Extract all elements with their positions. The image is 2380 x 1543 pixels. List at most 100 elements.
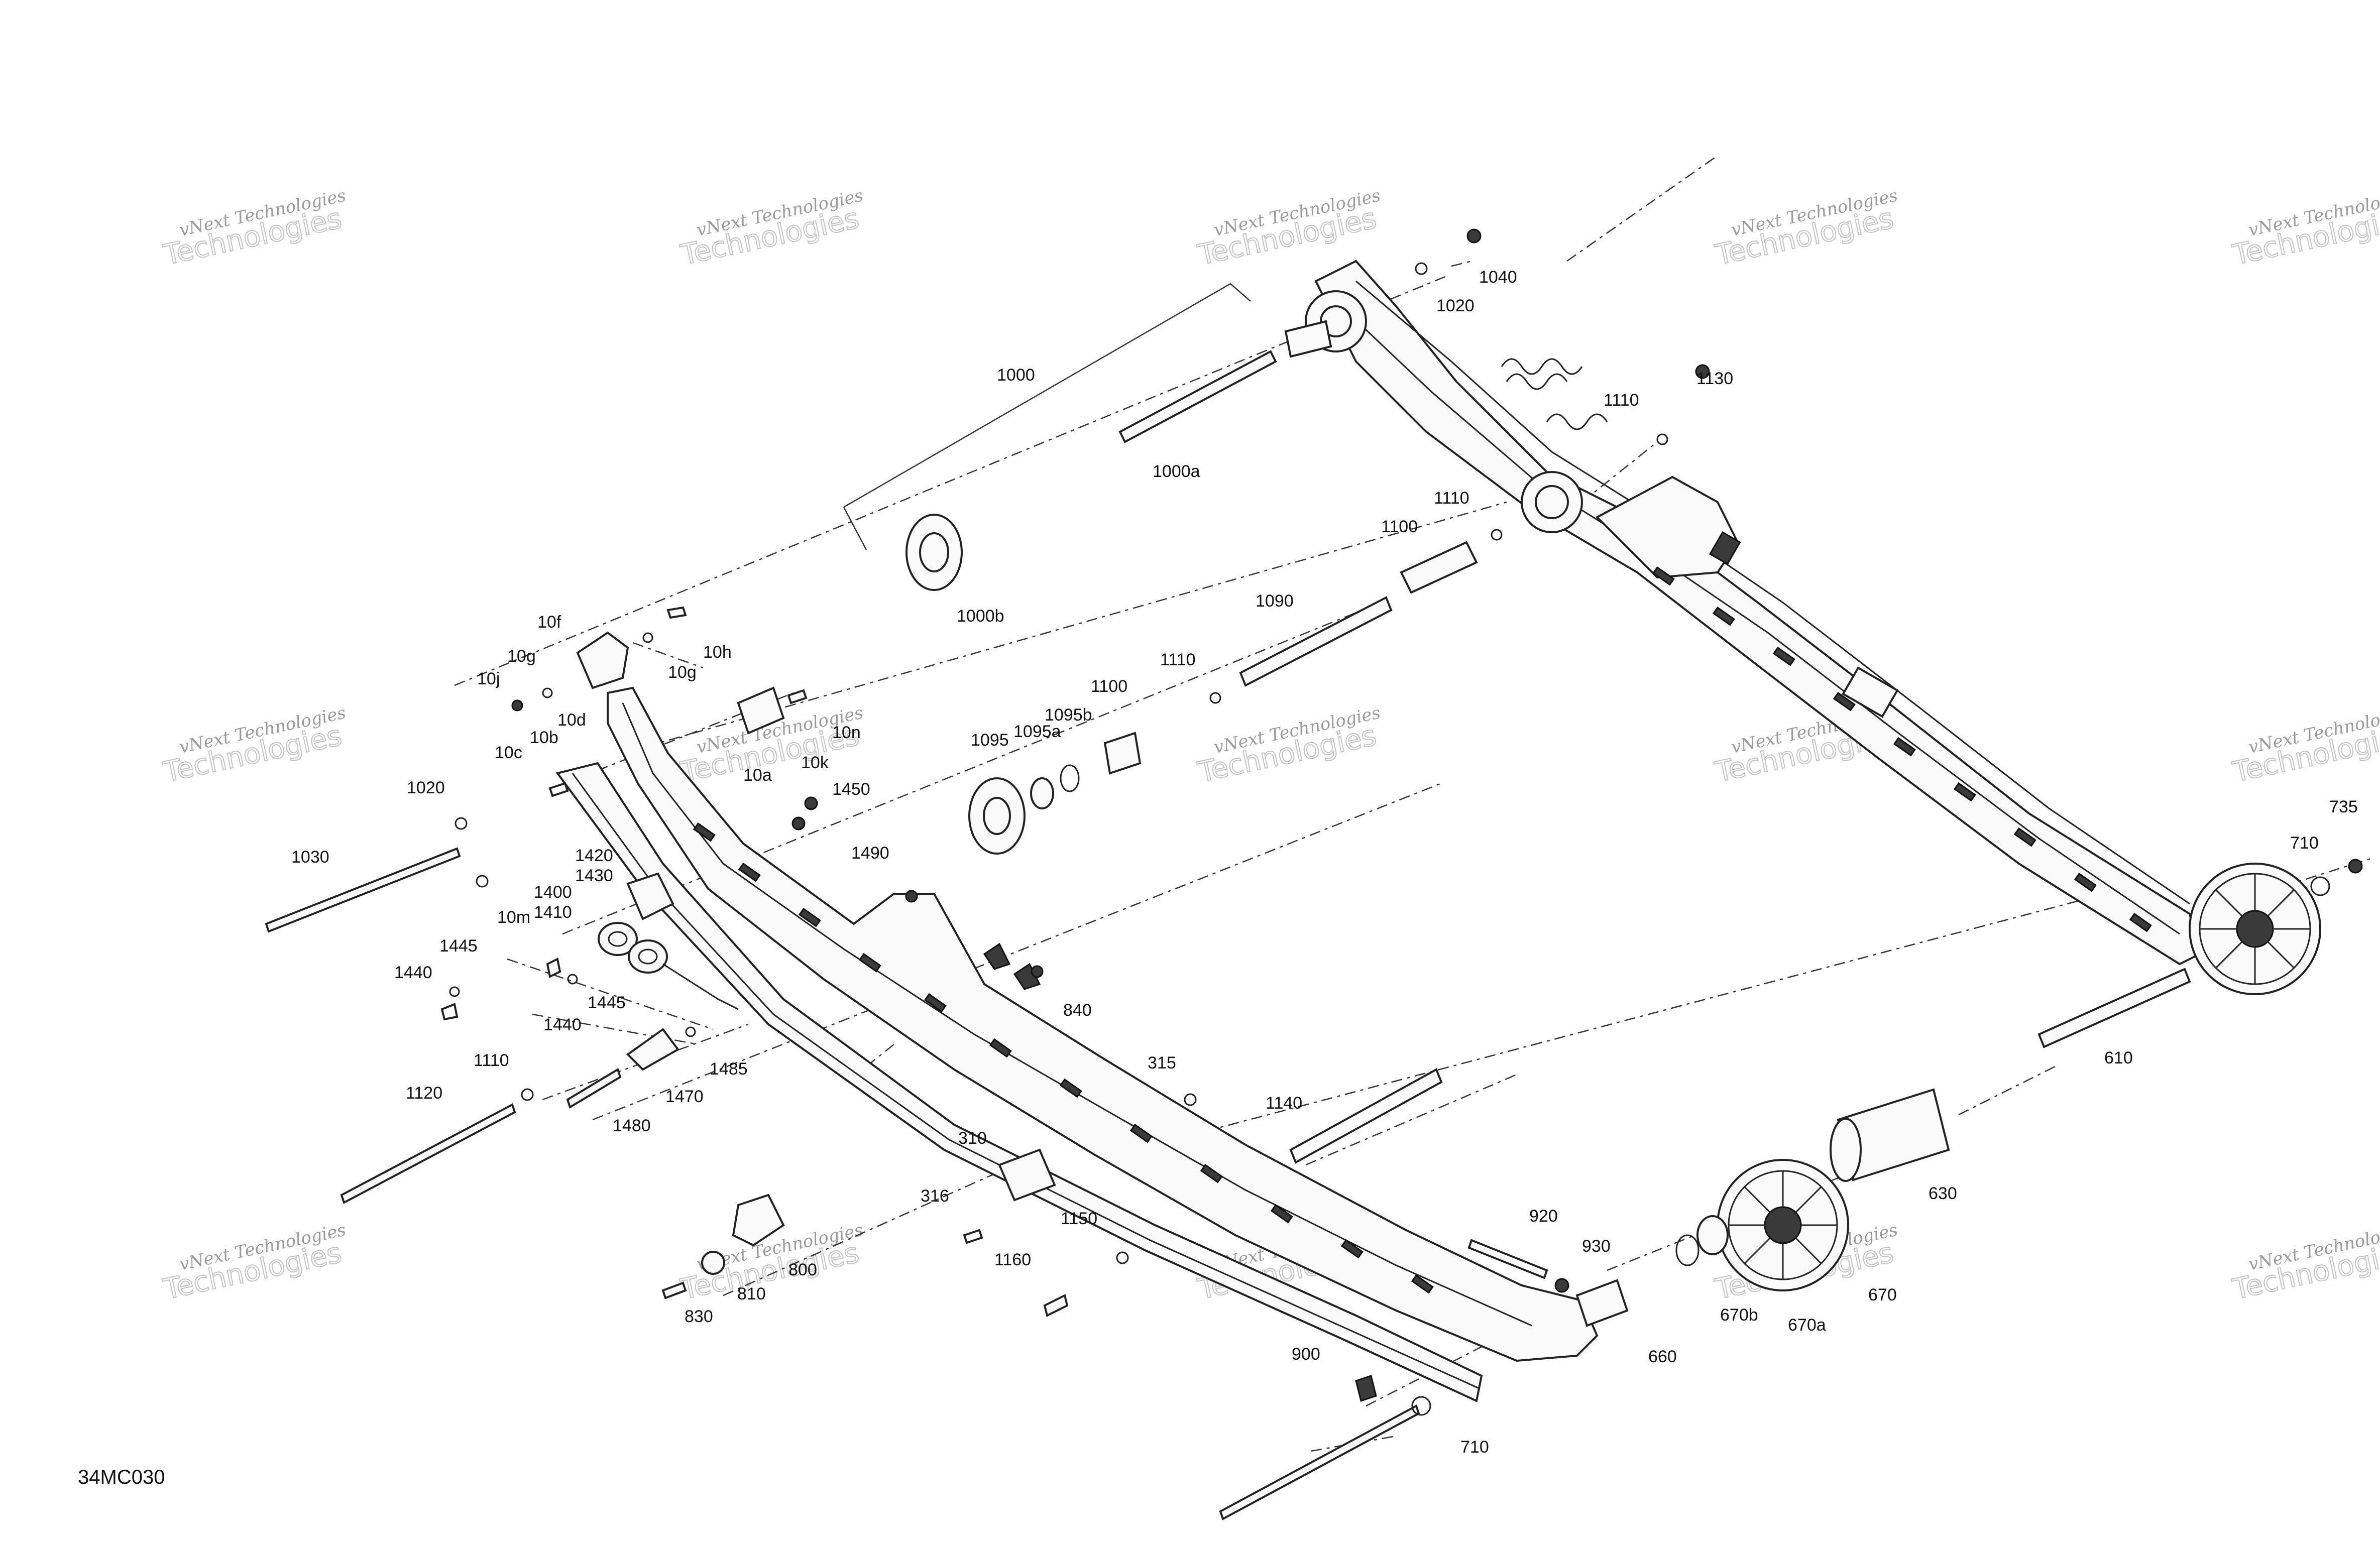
callout-310: 310 (958, 1129, 987, 1148)
watermark: vNext Technologies Technologies (160, 185, 348, 272)
adjuster-660 (1575, 1279, 1629, 1327)
callout-670b: 670b (1720, 1305, 1758, 1325)
callout-900: 900 (1292, 1345, 1320, 1364)
brackets (576, 631, 1629, 1402)
callout-1110: 1110 (1604, 391, 1639, 410)
callout-10m: 10m (497, 908, 530, 927)
clip-1470 (626, 1028, 679, 1071)
callout-10g: 10g (507, 647, 536, 666)
washer-10g (542, 687, 553, 698)
watermark: vNext Technologies Technologies (1195, 185, 1383, 272)
callout-10d: 10d (557, 710, 586, 730)
callout-1100: 1100 (1381, 517, 1418, 536)
nut-1450 (804, 796, 818, 810)
ring-1095b (1060, 764, 1080, 792)
spring (1501, 358, 1608, 430)
callout-1000: 1000 (997, 366, 1035, 385)
nut-1040 (1466, 228, 1482, 244)
callout-1130: 1130 (1696, 369, 1733, 388)
shaft-stub (1284, 320, 1332, 358)
callout-10c: 10c (495, 743, 522, 762)
shaft-1090 (1239, 596, 1393, 687)
rail-edge (1335, 300, 2180, 935)
bearing-1095a (1030, 777, 1054, 809)
rail-bracket (1595, 476, 1739, 579)
washer-1110 (521, 1088, 534, 1101)
right-rail (1284, 260, 2321, 995)
callout-1485: 1485 (710, 1059, 748, 1079)
washer-1445 (449, 986, 460, 997)
callout-10a: 10a (743, 766, 772, 785)
callout-610: 610 (2104, 1048, 2133, 1067)
callout-710: 710 (2290, 834, 2319, 853)
washer-1445 (567, 974, 578, 985)
bearing-670a (1696, 1215, 1729, 1255)
washer-1110 (1491, 529, 1503, 541)
bolt-1160 (1043, 1294, 1069, 1317)
slider-runner (555, 762, 1483, 1402)
callout-10k: 10k (801, 753, 829, 772)
shafts (265, 350, 2191, 1520)
axis-line (454, 275, 1447, 686)
callout-810: 810 (737, 1284, 766, 1303)
callout-1095b: 1095b (1045, 705, 1092, 725)
callout-10j: 10j (477, 669, 500, 688)
bolt-10h (666, 606, 687, 619)
callout-1445: 1445 (588, 993, 626, 1012)
axis-line (562, 441, 1658, 935)
bolt-1490 (905, 890, 918, 903)
callout-670a: 670a (1788, 1316, 1826, 1335)
callout-1140: 1140 (1266, 1094, 1302, 1113)
washer-710 (2310, 876, 2330, 896)
axis-line (1135, 888, 2125, 1151)
washer-10g (642, 632, 653, 643)
stopper-10f (576, 631, 629, 689)
callout-1095: 1095 (971, 731, 1009, 750)
callout-1440: 1440 (394, 963, 432, 982)
bolt-10n (787, 689, 808, 704)
pin-920 (1467, 1239, 1548, 1279)
washer-1020 (455, 817, 468, 830)
clip-900 (1355, 1375, 1377, 1402)
washer-10m (476, 875, 489, 888)
bracket-1420 (626, 872, 674, 920)
nut-1130 (1695, 364, 1710, 379)
callout-1000a: 1000a (1153, 462, 1200, 481)
callout-1445: 1445 (439, 936, 478, 956)
nut-840 (1031, 965, 1044, 978)
idler-hub (1535, 485, 1569, 519)
callout-670: 670 (1868, 1285, 1897, 1304)
bolt-1440 (546, 958, 561, 978)
callout-1020: 1020 (407, 778, 445, 797)
left-rail (555, 686, 1599, 1402)
callout-735: 735 (2329, 797, 2358, 816)
callout-930: 930 (1582, 1237, 1611, 1256)
callout-1100: 1100 (1091, 677, 1127, 696)
callout-840: 840 (1063, 1001, 1092, 1020)
watermark: vNext Technologies Technologies (160, 1220, 348, 1307)
watermark: vNext Technologies Technologies (2229, 185, 2380, 272)
bolt-1120 (340, 1103, 516, 1204)
pin-1480 (566, 1068, 622, 1109)
watermark: vNext Technologies Technologies (677, 185, 865, 272)
callout-10n: 10n (832, 723, 861, 742)
bolt-1030 (265, 847, 461, 933)
bolt-10c (548, 782, 569, 797)
axis-line (532, 1013, 699, 1045)
callout-10g: 10g (668, 663, 697, 682)
axis-line (723, 1164, 1015, 1296)
callout-1400: 1400 (534, 883, 572, 902)
callout-1120: 1120 (406, 1084, 442, 1103)
sleeve-end (1830, 1118, 1862, 1182)
bolt-316 (963, 1229, 983, 1244)
callout-710: 710 (1460, 1438, 1489, 1457)
callout-1110: 1110 (1434, 489, 1469, 508)
watermark: vNext Technologies Technologies (2229, 702, 2380, 789)
callout-630: 630 (1929, 1184, 1957, 1203)
rail-slots (1652, 566, 2152, 932)
wheel-hub (919, 532, 949, 572)
callout-800: 800 (788, 1260, 817, 1279)
callout-660: 660 (1648, 1347, 1677, 1366)
watermark: vNext Technologies Technologies (1712, 185, 1900, 272)
washer-315 (1184, 1093, 1197, 1106)
